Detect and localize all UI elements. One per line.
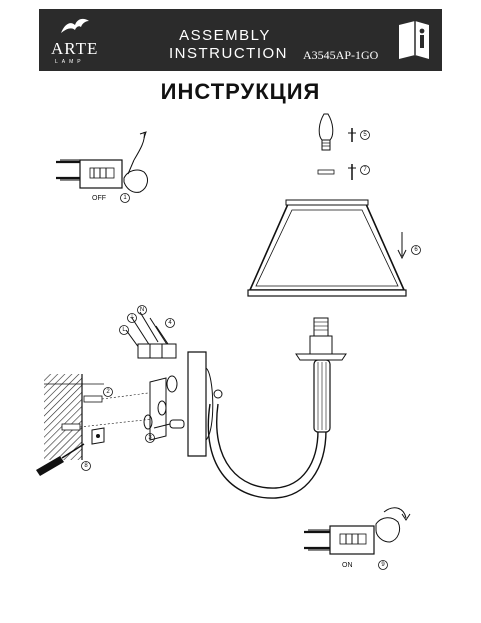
step-5-marker [360,130,370,140]
wall-hatch [44,374,104,460]
live-wire-label: L [122,327,126,333]
off-label: OFF [92,195,106,202]
neutral-wire-label: N [140,307,144,313]
bulb-icon [318,113,334,151]
switch-on-illustration [304,525,375,555]
live-wire-marker [119,325,129,335]
arte-lamp-logo [61,18,89,33]
title-instruction: INSTRUCTION [169,45,288,62]
step-6-number: 6 [414,247,418,253]
header-banner: ARTE LAMP ASSEMBLY INSTRUCTION A3545AP-1… [39,9,442,71]
screwdriver-icon [36,443,85,476]
step-3-number: 3 [148,435,152,441]
step-7-marker [360,165,370,175]
step-2-marker [103,387,113,397]
nut-icon [317,164,356,180]
lamp-shade [247,199,407,297]
hand-icon [375,507,411,543]
info-book-icon [399,21,429,59]
step-6-marker [411,245,421,255]
neutral-wire-marker [137,305,147,315]
fixing-screws [143,375,185,430]
step-7-number: 7 [363,167,367,173]
brand-subtitle: LAMP [55,59,85,65]
ground-wire-label: ⏚ [129,314,135,321]
switch-off-illustration [56,159,123,189]
step-5-number: 5 [363,132,367,138]
step-1-marker [120,193,130,203]
step-8-marker [81,461,91,471]
ground-wire-marker [127,313,137,323]
on-label: ON [342,562,353,569]
step-9-number: 9 [381,562,385,568]
brand-name: ARTE [51,39,99,58]
step-4-marker [165,318,175,328]
model-code: A3545AP-1GO [303,48,379,62]
step-1-number: 1 [123,195,127,201]
lamp-body [187,317,347,499]
step-2-number: 2 [106,389,110,395]
step-3-marker [145,433,155,443]
wall-plugs [61,391,163,431]
step-9-marker [378,560,388,570]
hand-icon [123,131,148,193]
screw-icon [348,128,356,142]
wiring-terminal [125,311,177,359]
step-8-number: 8 [84,463,88,469]
mounting-bracket [91,377,167,445]
title-assembly: ASSEMBLY [179,27,271,44]
page-heading: ИНСТРУКЦИЯ [160,79,321,104]
arrow-down-icon [397,232,407,260]
step-4-number: 4 [168,320,172,326]
